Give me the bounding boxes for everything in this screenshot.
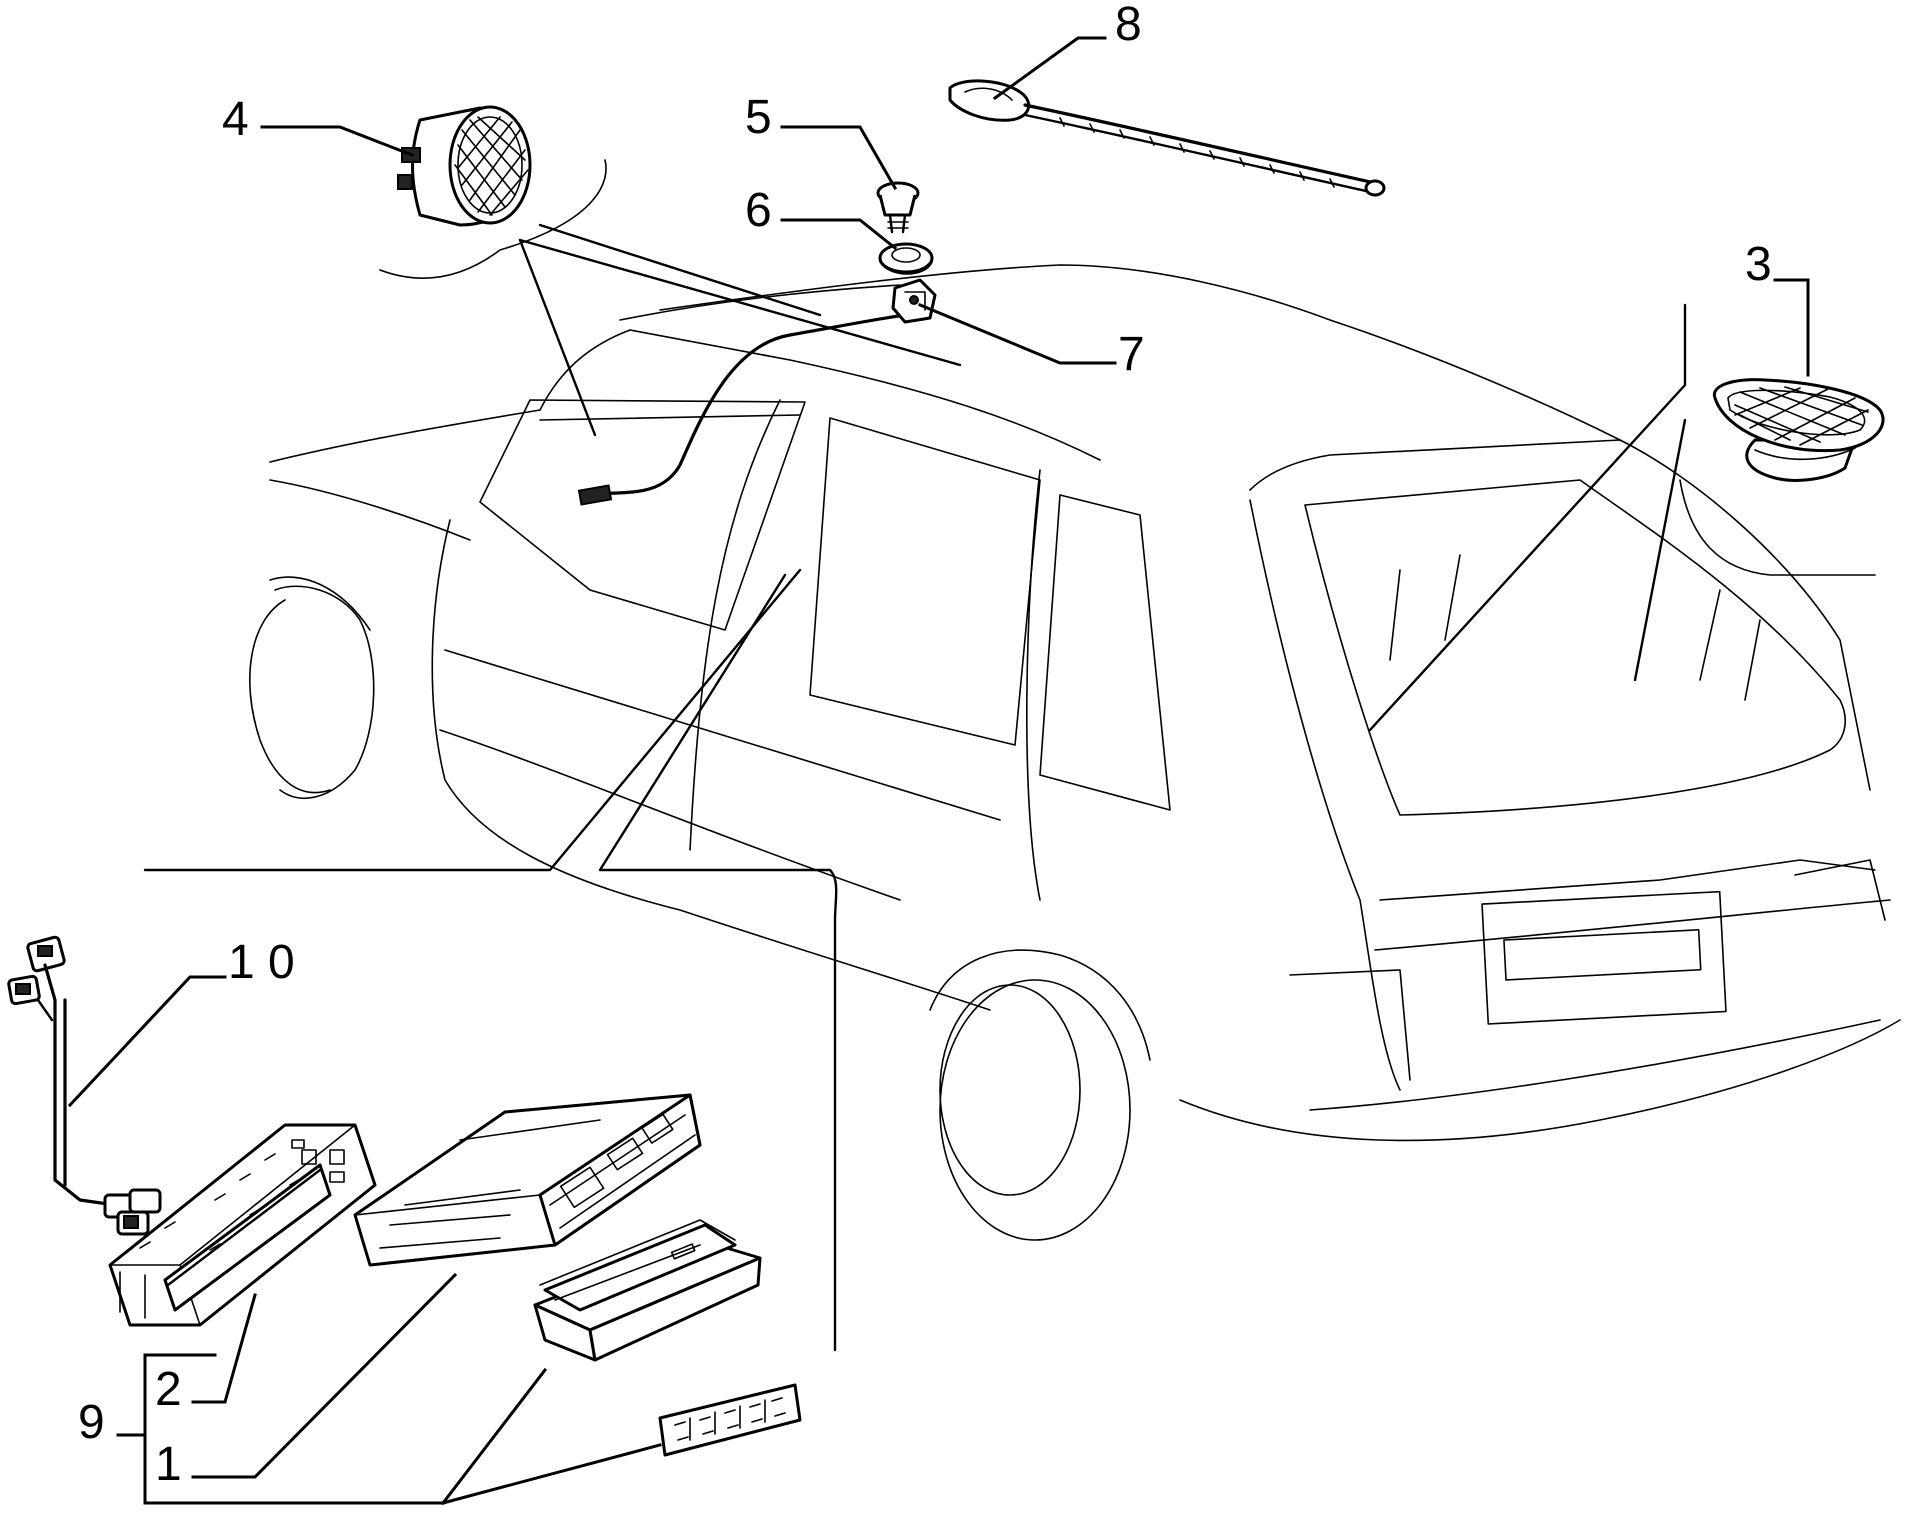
antenna-cap-icon (876, 181, 920, 234)
callout-labels: 4 5 6 7 8 3 1 0 2 1 9 (78, 0, 1772, 1491)
callout-3: 3 (1745, 238, 1772, 291)
callout-8: 8 (1115, 0, 1142, 51)
antenna-base-icon (891, 278, 937, 324)
callout-7: 7 (1118, 328, 1145, 381)
mounting-cage-icon (108, 1123, 377, 1327)
antenna-mast-icon (948, 79, 1386, 197)
callout-9: 9 (78, 1396, 105, 1449)
antenna-gasket-icon (878, 242, 934, 275)
pointer-lines (143, 159, 1876, 1352)
callout-6: 6 (745, 184, 772, 237)
code-card-icon (658, 1383, 802, 1457)
callout-5: 5 (745, 91, 772, 144)
callout-2: 2 (155, 1363, 182, 1416)
callout-4: 4 (222, 93, 249, 146)
callout-1: 1 (155, 1438, 182, 1491)
leader-lines (67, 36, 1810, 1506)
radio-unit-icon (353, 1093, 702, 1267)
rear-speaker-icon (1712, 378, 1885, 482)
car-body-outline (249, 264, 1901, 1241)
callout-10: 1 0 (228, 936, 295, 989)
wiring-harness-icon (7, 935, 162, 1236)
tweeter-speaker-icon (397, 105, 532, 227)
storage-case-icon (533, 1219, 762, 1362)
